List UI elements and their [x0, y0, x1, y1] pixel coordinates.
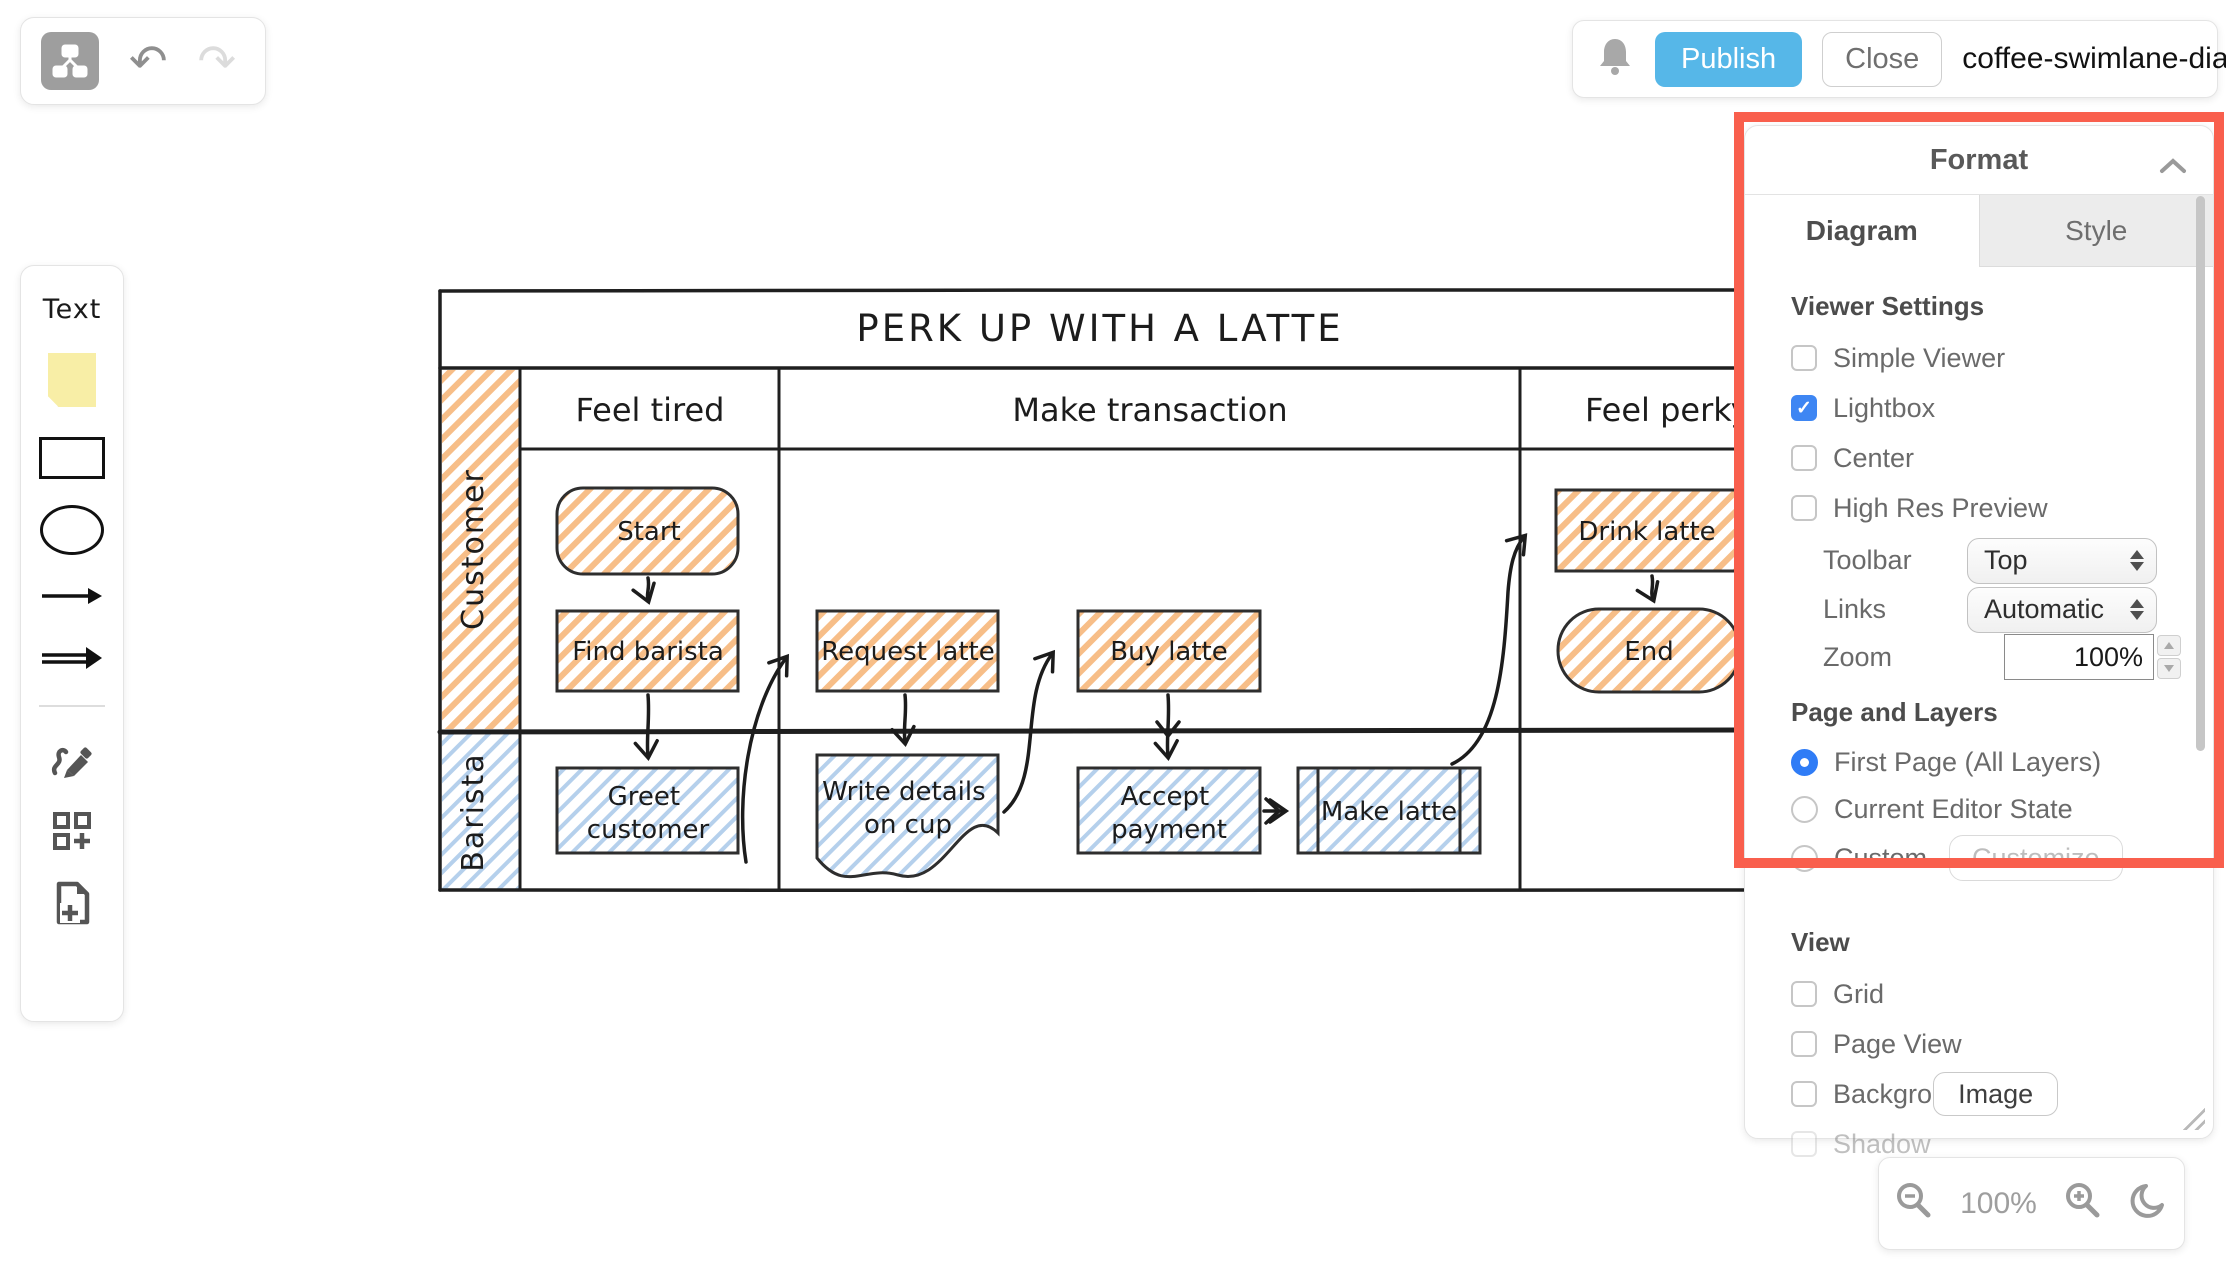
diagram-logo-icon[interactable]	[41, 32, 99, 90]
checkbox[interactable]	[1791, 1081, 1817, 1107]
format-panel-content: Viewer Settings Simple Viewer Lightbox C…	[1745, 267, 2213, 1169]
node-drink-latte[interactable]	[1554, 488, 1740, 573]
page-and-layers-heading: Page and Layers	[1791, 697, 1998, 727]
select-arrows-icon	[2130, 550, 2144, 571]
radio[interactable]	[1791, 844, 1818, 872]
document-title: coffee-swimlane-diagram	[1962, 42, 2226, 75]
rectangle-tool[interactable]	[39, 437, 105, 479]
notifications-bell-icon[interactable]	[1595, 35, 1635, 84]
node-label: Find barista	[572, 637, 724, 667]
option-center[interactable]: Center	[1791, 433, 2213, 483]
pool-title: PERK UP WITH A LATTE	[856, 307, 1343, 350]
checkbox[interactable]	[1791, 395, 1817, 421]
add-page-tool[interactable]	[21, 881, 123, 925]
links-select[interactable]: Automatic	[1967, 586, 2157, 633]
top-right-toolbar: Publish Close coffee-swimlane-diagram	[1572, 20, 2226, 98]
node-label: Make latte	[1321, 797, 1457, 827]
node-label: Write details on cup	[822, 777, 994, 840]
swimlane-grid	[437, 288, 1745, 893]
node-buy-latte[interactable]	[1076, 609, 1262, 693]
publish-button[interactable]: Publish	[1655, 31, 1803, 87]
checkbox[interactable]	[1791, 981, 1817, 1007]
option-custom[interactable]: Custom Customize	[1791, 833, 2213, 883]
ellipse-tool[interactable]	[40, 505, 104, 555]
sticky-note-tool[interactable]	[48, 353, 96, 407]
format-tabs: Diagram Style	[1745, 195, 2213, 267]
option-current-editor-state[interactable]: Current Editor State	[1791, 786, 2213, 833]
lane-label-customer: Customer	[456, 468, 491, 630]
zoom-input[interactable]	[2004, 634, 2154, 680]
option-simple-viewer[interactable]: Simple Viewer	[1791, 333, 2213, 383]
shapes-tool[interactable]	[21, 811, 123, 851]
node-write-details[interactable]	[815, 753, 1000, 879]
option-first-page[interactable]: First Page (All Layers)	[1791, 739, 2213, 786]
node-request-latte[interactable]	[815, 609, 1000, 693]
radio[interactable]	[1791, 796, 1818, 823]
lane-strips	[442, 370, 520, 890]
node-label: Accept payment	[1111, 782, 1227, 845]
connectors[interactable]	[631, 533, 1660, 864]
palette-divider	[39, 705, 105, 707]
checkbox[interactable]	[1791, 345, 1817, 371]
option-page-view[interactable]: Page View	[1791, 1019, 2213, 1069]
lane-label-barista: Barista	[456, 752, 491, 871]
node-label: Request latte	[821, 637, 994, 667]
dark-mode-moon-icon[interactable]	[2129, 1181, 2169, 1226]
viewer-settings-heading: Viewer Settings	[1791, 291, 1985, 321]
node-label: End	[1624, 637, 1673, 667]
undo-icon[interactable]: ↶	[129, 35, 168, 87]
zoom-in-icon[interactable]	[2063, 1181, 2103, 1226]
phase-header-feel-perky: Feel perky	[1585, 391, 1745, 429]
node-greet-customer[interactable]	[555, 766, 740, 855]
node-make-latte[interactable]	[1296, 766, 1482, 855]
option-lightbox[interactable]: Lightbox	[1791, 383, 2213, 433]
checkbox[interactable]	[1791, 1031, 1817, 1057]
view-heading: View	[1791, 927, 1850, 957]
node-label: Drink latte	[1578, 517, 1715, 547]
node-label: Greet customer	[587, 782, 710, 845]
option-high-res-preview[interactable]: High Res Preview	[1791, 483, 2213, 533]
toolbar-select[interactable]: Top	[1967, 537, 2157, 584]
checkbox[interactable]	[1791, 495, 1817, 521]
links-setting-row: Links Automatic	[1791, 586, 2213, 633]
top-left-toolbar: ↶ ↷	[20, 17, 266, 105]
tab-diagram[interactable]: Diagram	[1745, 195, 1979, 267]
panel-scrollbar[interactable]	[2196, 196, 2205, 751]
zoom-stepper[interactable]	[2157, 635, 2181, 679]
close-button[interactable]: Close	[1822, 31, 1943, 87]
collapse-chevron-up-icon[interactable]	[2159, 150, 2187, 183]
redo-icon: ↷	[197, 35, 237, 87]
swimlane-diagram[interactable]: PERK UP WITH A LATTE Feel tired Make tra…	[435, 282, 1745, 900]
background-image-button[interactable]: Image	[1933, 1072, 2059, 1116]
radio[interactable]	[1791, 749, 1818, 776]
node-label: Buy latte	[1110, 637, 1228, 667]
toolbar-setting-row: Toolbar Top	[1791, 537, 2213, 584]
format-panel: Format Diagram Style Viewer Settings Sim…	[1744, 125, 2214, 1159]
tab-style[interactable]: Style	[1978, 195, 2213, 267]
canvas-zoom-level: 100%	[1960, 1186, 2037, 1220]
node-find-barista[interactable]	[555, 609, 740, 693]
zoom-setting-row: Zoom	[1791, 633, 2213, 681]
checkbox	[1791, 1131, 1817, 1157]
format-panel-header: Format	[1745, 126, 2213, 195]
format-panel-title: Format	[1929, 143, 2029, 176]
zoom-out-icon[interactable]	[1894, 1181, 1934, 1226]
phase-header-make-transaction: Make transaction	[1012, 391, 1287, 429]
node-label: Start	[617, 517, 681, 547]
checkbox[interactable]	[1791, 445, 1817, 471]
shape-palette: Text	[20, 265, 124, 1022]
select-arrows-icon	[2130, 599, 2144, 620]
freehand-tool[interactable]	[21, 739, 123, 779]
text-tool[interactable]: Text	[42, 294, 102, 325]
phase-header-feel-tired: Feel tired	[576, 391, 725, 429]
option-shadow: Shadow	[1791, 1119, 2213, 1169]
option-background[interactable]: Background Image	[1791, 1069, 2213, 1119]
block-arrow-tool[interactable]	[21, 645, 123, 671]
node-start[interactable]	[555, 486, 740, 576]
canvas-zoom-bar: 100%	[1878, 1157, 2185, 1250]
arrow-tool[interactable]	[21, 585, 123, 607]
customize-button[interactable]: Customize	[1949, 835, 2123, 881]
option-grid[interactable]: Grid	[1791, 969, 2213, 1019]
node-accept-payment[interactable]	[1076, 766, 1262, 855]
